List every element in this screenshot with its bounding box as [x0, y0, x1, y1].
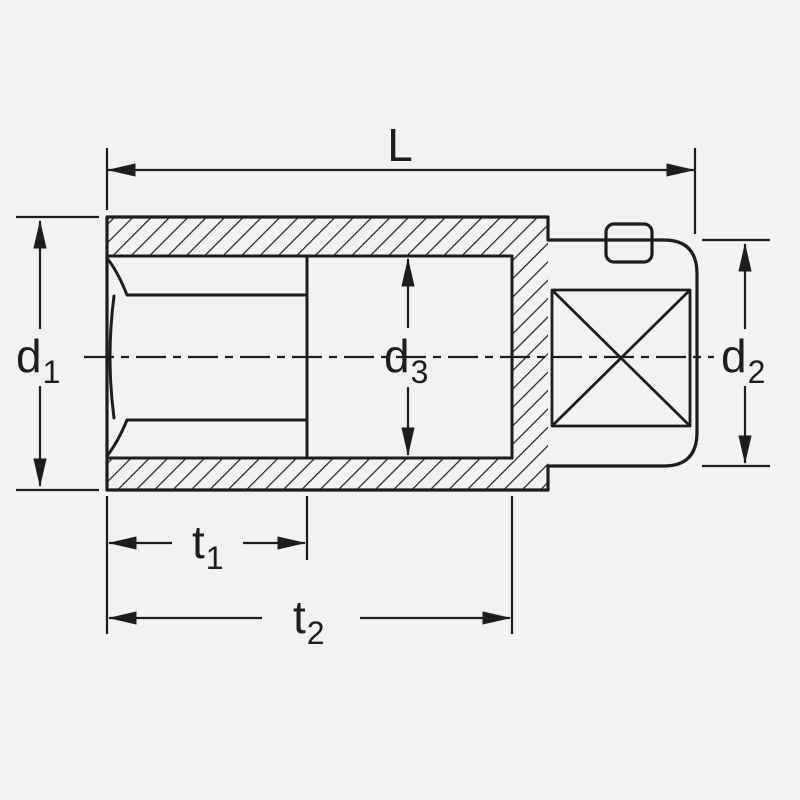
dimension-d2: d2 [702, 238, 770, 468]
label-d3: d3 [384, 330, 428, 390]
label-t1: t1 [192, 516, 224, 576]
dimension-t1: t1 [105, 496, 309, 634]
label-d1: d1 [16, 330, 60, 390]
dimension-d3: d3 [384, 257, 428, 457]
hex-chamfer-top-arc [105, 256, 129, 297]
hex-chamfer-bottom-arc [105, 418, 129, 458]
dimension-d1: d1 [16, 215, 99, 492]
label-d2: d2 [721, 330, 765, 390]
detent-pin [604, 222, 654, 264]
label-L: L [387, 119, 413, 171]
socket-body-outline [105, 215, 699, 492]
dimension-length: L [105, 119, 697, 234]
section-hatching [107, 217, 548, 490]
dimension-t2: t2 [107, 496, 514, 651]
label-t2: t2 [293, 591, 325, 651]
